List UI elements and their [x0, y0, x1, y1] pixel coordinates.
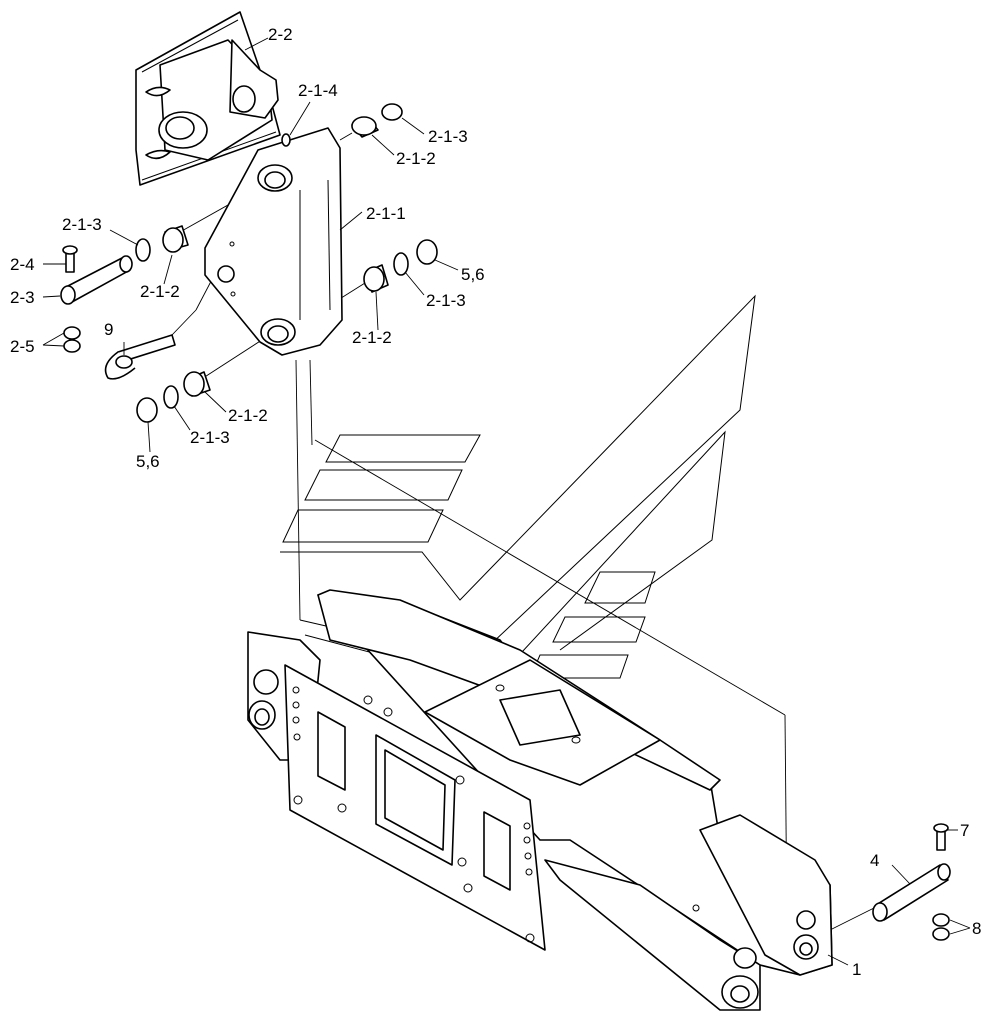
label-2-1-3: 2-1-3: [426, 291, 466, 310]
label-2-1-2: 2-1-2: [352, 328, 392, 347]
label-2-1-2: 2-1-2: [140, 282, 180, 301]
callout-leaders: [42, 37, 971, 966]
lock-pin-9: [104, 334, 176, 380]
label-8: 8: [972, 919, 981, 938]
label-2-1-4: 2-1-4: [298, 81, 338, 100]
main-frame: [247, 589, 833, 1011]
pin-2-3: [60, 245, 133, 353]
label-2-1-3: 2-1-3: [190, 428, 230, 447]
bushings: [162, 116, 389, 397]
label-5-6: 5,6: [136, 452, 160, 471]
label-9: 9: [104, 320, 113, 339]
grease-nipple: [281, 133, 291, 147]
label-2-1-2: 2-1-2: [396, 149, 436, 168]
label-5-6: 5,6: [461, 265, 485, 284]
label-7: 7: [960, 821, 969, 840]
label-2-1-2: 2-1-2: [228, 406, 268, 425]
retaining-rings: [135, 103, 438, 423]
hitch-bracket: [135, 11, 281, 186]
label-2-1-1: 2-1-1: [366, 204, 406, 223]
label-1: 1: [852, 960, 861, 979]
link-plate: [204, 127, 343, 356]
label-2-3: 2-3: [10, 288, 35, 307]
label-4: 4: [870, 851, 879, 870]
label-2-5: 2-5: [10, 337, 35, 356]
label-2-1-3: 2-1-3: [428, 127, 468, 146]
pin-4: [872, 823, 951, 941]
label-2-1-3: 2-1-3: [62, 215, 102, 234]
callout-labels: 2-2 2-1-4 2-1-3 2-1-2 2-1-3 2-1-1 2-4 2-…: [10, 25, 981, 979]
label-2-2: 2-2: [268, 25, 293, 44]
label-2-4: 2-4: [10, 255, 35, 274]
